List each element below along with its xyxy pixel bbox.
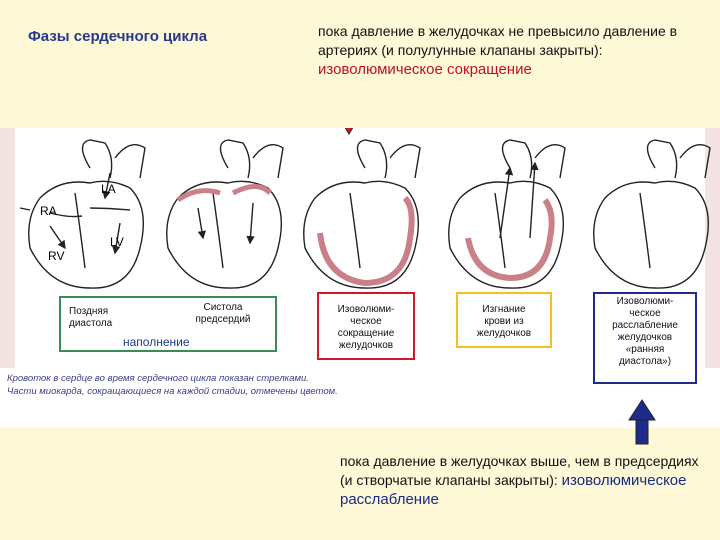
- phase-filling-label: наполнение: [123, 335, 190, 349]
- heart-iso-relaxation: [593, 139, 711, 289]
- heart-ejection: [448, 139, 566, 289]
- phase-box-iso-contraction: Изоволюми- ческое сокращение желудочков: [317, 292, 415, 360]
- label-rv: RV: [48, 249, 64, 263]
- iso-contraction-line1: Изоволюми-: [337, 304, 395, 315]
- heart-diagrams: LA RA LV RV: [19, 128, 711, 289]
- phase-atrial-systole: Систола предсердий: [179, 298, 267, 338]
- label-la: LA: [101, 182, 116, 196]
- heart-iso-contraction: [303, 139, 421, 289]
- iso-relaxation-line2: ческое: [629, 308, 661, 319]
- phase-box-ejection: Изгнание крови из желудочков: [456, 292, 552, 348]
- left-edge-bar: [0, 128, 15, 368]
- caption-line1: Кровоток в сердце во время сердечного ци…: [7, 373, 309, 384]
- caption-line2: Части миокарда, сокращающиеся на каждой …: [7, 386, 338, 397]
- top-note-text: пока давление в желудочках не превысило …: [318, 23, 678, 58]
- phase-box-filling: Поздняя диастола Систола предсердий напо…: [59, 296, 277, 352]
- right-edge-bar: [705, 128, 720, 368]
- phase-atrial-systole-line1: Систола: [203, 302, 243, 313]
- phase-late-diastole: Поздняя диастола: [69, 306, 112, 330]
- blue-up-arrow: [628, 399, 656, 445]
- iso-relaxation-line5: «ранняя: [625, 344, 665, 355]
- ejection-line2: крови из: [484, 316, 524, 327]
- bottom-note: пока давление в желудочках выше, чем в п…: [340, 452, 710, 509]
- label-lv: LV: [110, 235, 124, 249]
- top-note: пока давление в желудочках не превысило …: [318, 22, 698, 79]
- red-down-arrow: [344, 128, 354, 135]
- iso-relaxation-line6: диастола»): [618, 356, 672, 367]
- diagram-caption: Кровоток в сердце во время сердечного ци…: [7, 372, 487, 398]
- heart-late-diastole: [19, 139, 146, 289]
- ejection-line3: желудочков: [476, 328, 532, 339]
- iso-contraction-line4: желудочков: [338, 340, 394, 351]
- heart-atrial-systole: [166, 139, 284, 289]
- phase-late-diastole-line2: диастола: [69, 318, 113, 329]
- phase-atrial-systole-line2: предсердий: [195, 314, 251, 325]
- diagram-band: [0, 128, 720, 428]
- ejection-line1: Изгнание: [482, 304, 526, 315]
- phase-late-diastole-line1: Поздняя: [69, 306, 109, 317]
- bottom-note-highlight: изоволюмическое расслабление: [340, 472, 687, 508]
- iso-relaxation-line4: желудочков: [617, 332, 673, 343]
- top-note-highlight: изоволюмическое сокращение: [318, 61, 532, 78]
- label-ra: RA: [40, 204, 57, 218]
- iso-relaxation-line3: расслабление: [612, 320, 678, 331]
- bottom-note-text: пока давление в желудочках выше, чем в п…: [340, 453, 699, 488]
- phase-box-iso-relaxation: Изоволюми- ческое расслабление желудочко…: [593, 292, 697, 384]
- iso-relaxation-line1: Изоволюми-: [616, 296, 674, 307]
- iso-contraction-line3: сокращение: [337, 328, 395, 339]
- iso-contraction-line2: ческое: [350, 316, 382, 327]
- page-title: Фазы сердечного цикла: [28, 28, 208, 45]
